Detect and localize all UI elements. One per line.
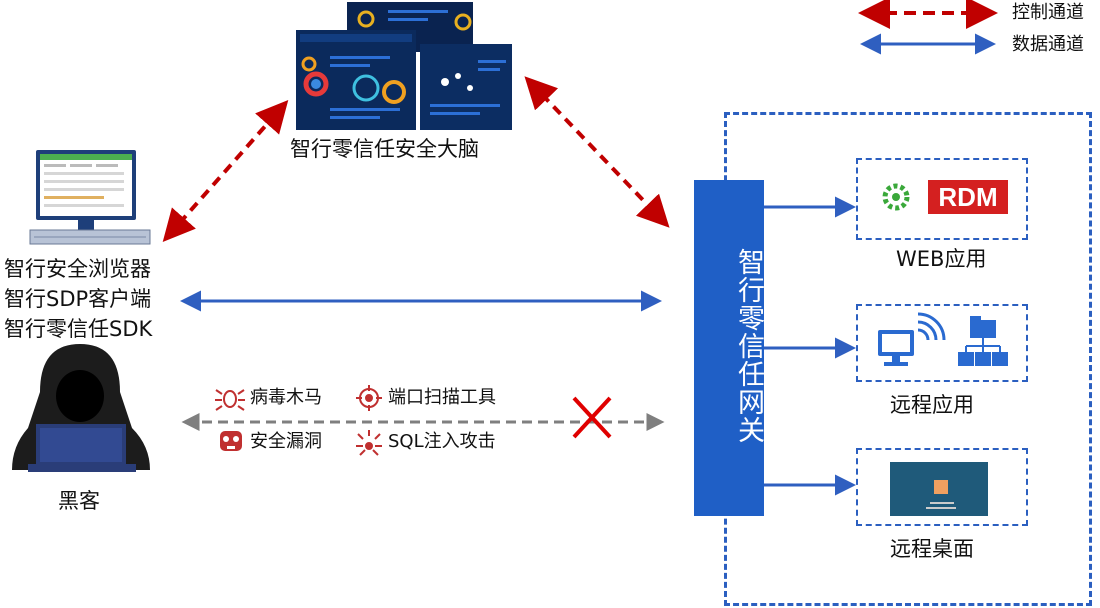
client-label-browser: 智行安全浏览器 xyxy=(4,257,151,281)
control-channel-client-brain xyxy=(162,100,289,242)
computer-monitor-image xyxy=(29,150,151,245)
remote-desktop-box xyxy=(856,448,1028,526)
gateway-label: 智行零信任网关 xyxy=(733,248,764,444)
gateway-box: 智行零信任网关 xyxy=(694,180,764,516)
crosshair-target-icon xyxy=(356,385,382,411)
remote-app-label: 远程应用 xyxy=(890,393,974,417)
web-app-label: WEB应用 xyxy=(896,247,987,271)
brain-label: 智行零信任安全大脑 xyxy=(290,137,479,161)
threat-virus-label: 病毒木马 xyxy=(250,387,322,408)
threat-sql-injection-label: SQL注入攻击 xyxy=(388,431,496,452)
remote-desktop-label: 远程桌面 xyxy=(890,537,974,561)
remote-app-box xyxy=(856,304,1028,382)
hacker-label: 黑客 xyxy=(58,489,100,513)
red-x-icon xyxy=(572,396,612,439)
dashboard-screens-image xyxy=(296,2,512,130)
remote-desktop-screen xyxy=(890,462,988,516)
remote-app-icons xyxy=(878,312,1008,366)
control-channel-brain-gateway xyxy=(524,76,670,228)
client-label-sdp: 智行SDP客户端 xyxy=(4,287,152,311)
web-app-box xyxy=(856,158,1028,240)
injection-burst-icon xyxy=(356,430,382,456)
threat-vulnerability-label: 安全漏洞 xyxy=(250,431,322,452)
web-app-logo-text: RDM xyxy=(928,180,1008,214)
bug-icon xyxy=(215,389,245,411)
skull-icon xyxy=(220,431,242,451)
legend-data-label: 数据通道 xyxy=(1012,34,1084,55)
hacker-hooded-figure-icon xyxy=(12,344,150,472)
web-app-logo xyxy=(882,183,910,211)
legend-control-label: 控制通道 xyxy=(1012,2,1084,23)
client-label-sdk: 智行零信任SDK xyxy=(4,317,153,341)
threat-port-scan-label: 端口扫描工具 xyxy=(388,387,496,408)
